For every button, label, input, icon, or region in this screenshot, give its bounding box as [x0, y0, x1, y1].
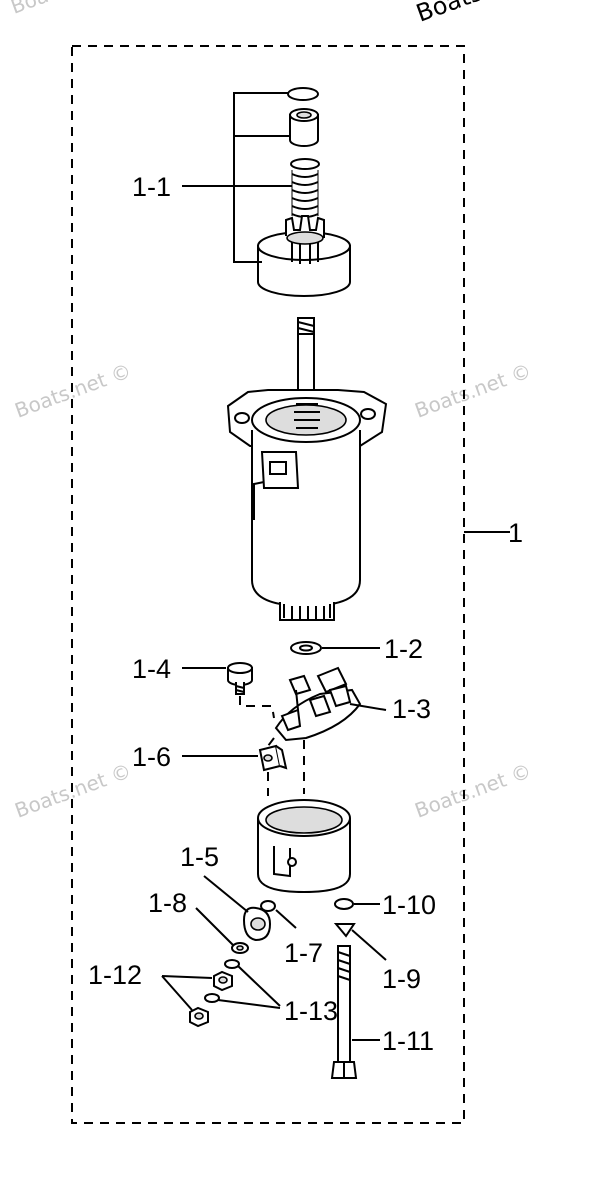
brush-holder [274, 666, 362, 742]
watermark: Boats.net © [412, 358, 535, 422]
callout-1-13: 1-9 [382, 964, 421, 994]
leader-1-1 [233, 92, 292, 263]
starter-motor-body [226, 317, 388, 621]
callout-1-6: 1-6 [132, 742, 171, 772]
watermark-top-corner: Boats.net © Boats. [8, 0, 493, 28]
spring-washer [204, 959, 240, 1003]
stopper [289, 108, 319, 147]
leader-1-10 [161, 975, 213, 1011]
leader-1-13 [351, 929, 387, 961]
end-cover [257, 799, 351, 894]
brush-block [258, 744, 288, 772]
grommet [242, 906, 272, 942]
washer-small [231, 942, 249, 954]
pinion-gear [257, 215, 351, 297]
leader-1-3 [349, 703, 387, 711]
washer [290, 641, 322, 655]
assembly-boundary [71, 45, 465, 1124]
assembly-line [267, 737, 305, 796]
screw [227, 662, 253, 695]
leader-1-9 [217, 965, 281, 1009]
assembly-line [239, 696, 275, 719]
nut [189, 970, 233, 1028]
bolt-washer [334, 898, 354, 910]
callout-1-4: 1-4 [132, 654, 171, 684]
leader-1-8 [195, 907, 235, 947]
through-bolt [330, 945, 358, 1079]
callout-1-3: 1-3 [392, 694, 431, 724]
callout-1-12: 1-10 [382, 890, 436, 920]
pinion-assembly [257, 87, 351, 297]
leader-1-5 [203, 875, 249, 913]
leader-1-7 [275, 909, 297, 929]
callout-1-1: 1-1 [132, 172, 171, 202]
callout-1-8: 1-8 [148, 888, 187, 918]
clip-ring [287, 87, 319, 101]
watermark: Boats.net © [412, 758, 535, 822]
o-ring [260, 900, 276, 912]
callout-1-11: 1-11 [382, 1026, 434, 1056]
watermark-top-left: Boats.net © [8, 0, 131, 19]
callout-1: 1 [508, 518, 523, 548]
callout-1-9: 1-13 [284, 996, 338, 1026]
spring [290, 158, 320, 218]
callout-1-2: 1-2 [384, 634, 423, 664]
bolt-o-ring [333, 923, 356, 938]
callout-1-10: 1-12 [88, 960, 142, 990]
watermark-top-right: Boats. [412, 0, 492, 28]
callout-1-5: 1-5 [180, 842, 219, 872]
callout-1-7: 1-7 [284, 938, 323, 968]
